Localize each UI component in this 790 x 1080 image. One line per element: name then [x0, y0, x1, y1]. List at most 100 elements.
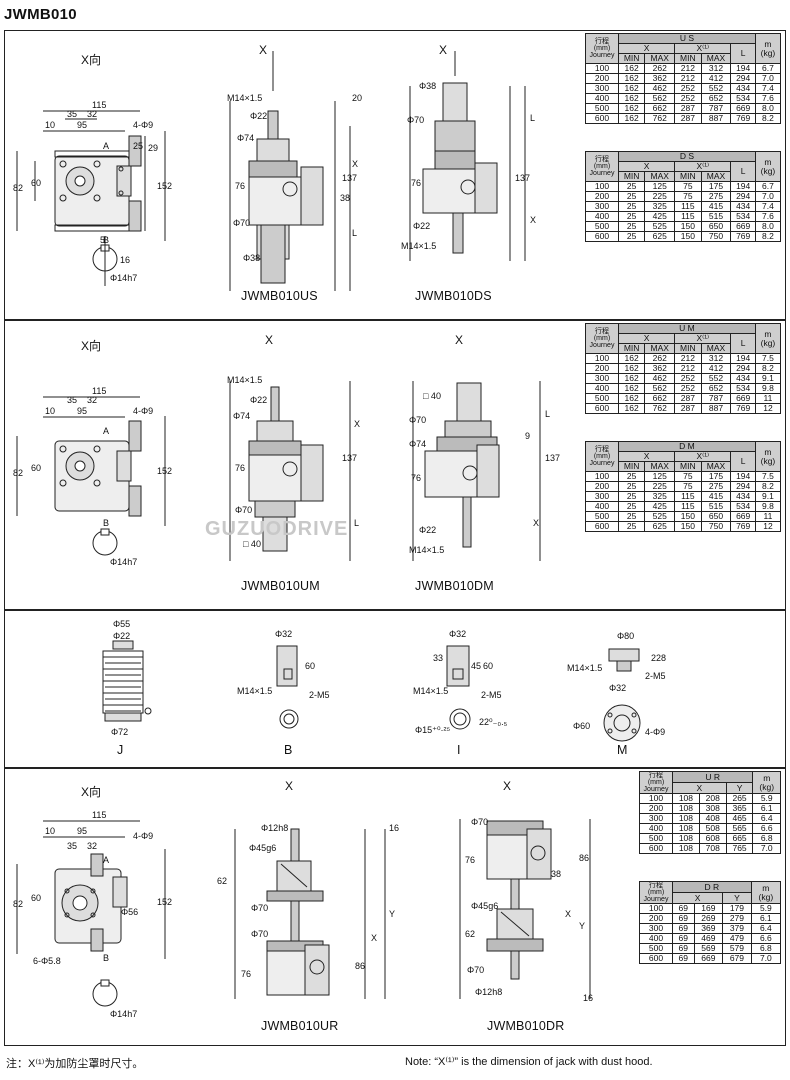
table-cell: 650: [700, 221, 732, 232]
table-cell: 669: [693, 953, 724, 964]
table-cell: 11: [754, 393, 782, 404]
table-cell: 75: [674, 181, 702, 192]
table-cell: 108: [672, 843, 700, 854]
dim-32-b: 32: [87, 395, 97, 405]
table-cell: 562: [644, 93, 676, 104]
table-cell: 8.0: [754, 221, 782, 232]
table-cell: 600: [585, 403, 619, 414]
table-cell: 750: [700, 521, 732, 532]
table-cell: 6.6: [752, 823, 781, 834]
table-cell: 287: [674, 103, 702, 114]
drawing-ur-dr: 115 95 10 35 32 4-Φ9 A B 82 60 152 Φ56 6…: [13, 810, 593, 1019]
table-cell: 525: [644, 511, 676, 522]
table-cell: 500: [585, 511, 619, 522]
table-cell: 312: [700, 353, 732, 364]
dim-35: 35: [67, 109, 77, 119]
table-cell: 662: [644, 103, 676, 114]
dim-95: 95: [77, 120, 87, 130]
table-cell: 7.4: [754, 201, 782, 212]
dim-phi70-dr2: Φ70: [467, 965, 484, 975]
table-cell: 625: [644, 231, 676, 242]
label-b-b: B: [103, 518, 109, 528]
page-title: JWMB010: [4, 6, 77, 23]
label-a-c: A: [103, 855, 109, 865]
table-cell: 69: [672, 933, 695, 944]
dim-phi14h7-b: Φ14h7: [110, 557, 137, 567]
table-cell: 125: [644, 181, 676, 192]
table-cell: 762: [644, 403, 676, 414]
table-cell: 425: [644, 501, 676, 512]
table-cell: 600: [585, 231, 619, 242]
caption-ur: JWMB010UR: [261, 1019, 339, 1033]
table-cell: 252: [674, 383, 702, 394]
drawing-us-ds: 115 95 10 35 32 4-Φ9 A B 82 60 152 25 29…: [13, 51, 536, 291]
dim-phi32-m: Φ32: [609, 683, 626, 693]
table-cell: 194: [730, 471, 756, 482]
table-cell: 225: [644, 481, 676, 492]
table-cell: 150: [674, 221, 702, 232]
table-cell: 25: [617, 221, 646, 232]
table-cell: 400: [585, 93, 619, 104]
table-cell: 294: [730, 73, 756, 84]
dim-L-ds: L: [530, 113, 535, 123]
table-cell: 162: [617, 113, 646, 124]
table-cell: 69: [672, 923, 695, 934]
table-cell: 434: [730, 201, 756, 212]
dim-phi22-um: Φ22: [250, 395, 267, 405]
table-cell: 579: [722, 943, 752, 954]
dim-phi22-j: Φ22: [113, 631, 130, 641]
table-cell: 534: [730, 501, 756, 512]
dim-phi22-dm: Φ22: [419, 525, 436, 535]
table-cell: 150: [674, 511, 702, 522]
label-a: A: [103, 141, 109, 151]
table-cell: 300: [585, 201, 619, 212]
table-cell: 500: [639, 833, 673, 844]
table-cell: 194: [730, 181, 756, 192]
table-cell: 652: [700, 93, 732, 104]
dim-60-b2: 60: [305, 661, 315, 671]
dim-45-i: 45: [471, 661, 481, 671]
table-cell: 108: [672, 803, 700, 814]
dim-phi45g6-ur: Φ45g6: [249, 843, 276, 853]
table-cell: 100: [585, 181, 619, 192]
dim-sq40-um: □ 40: [243, 539, 261, 549]
drawing-um-dm: 115 95 10 35 32 4-Φ9 A B 82 60 152 Φ14h7…: [13, 375, 560, 567]
dim-4phi9-b: 4-Φ9: [133, 406, 153, 416]
table-cell: 625: [644, 521, 676, 532]
dim-m14-um: M14×1.5: [227, 375, 262, 385]
dim-82-c: 82: [13, 899, 23, 909]
dim-m5-m: 2-M5: [645, 671, 666, 681]
dim-82: 82: [13, 183, 23, 193]
table-cell: 6.8: [752, 833, 781, 844]
table-cell: 325: [644, 491, 676, 502]
table-cell: 7.0: [754, 73, 782, 84]
table-cell: 108: [672, 793, 700, 804]
table-cell: 275: [700, 191, 732, 202]
dim-137: 137: [342, 173, 357, 183]
dim-137-um: 137: [342, 453, 357, 463]
table-cell: 115: [674, 491, 702, 502]
panel-us-ds: 115 95 10 35 32 4-Φ9 A B 82 60 152 25 29…: [4, 30, 786, 320]
dim-m14-m: M14×1.5: [567, 663, 602, 673]
table-cell: 400: [585, 211, 619, 222]
table-cell: 269: [693, 913, 724, 924]
table-cell: 7.0: [752, 843, 781, 854]
dim-16-dr: 16: [583, 993, 593, 1003]
table-cell: 7.4: [754, 83, 782, 94]
drawing-accessories: Φ55 Φ22 Φ72 Φ32 60 M14×1.5 2-M5 Φ32 33 4…: [102, 619, 666, 742]
table-cell: 469: [693, 933, 724, 944]
table-cell: 6.7: [754, 181, 782, 192]
table-cell: 25: [617, 471, 646, 482]
dim-4phi9: 4-Φ9: [133, 120, 153, 130]
table-cell: 115: [674, 501, 702, 512]
table-cell: 300: [585, 491, 619, 502]
dim-16: 16: [120, 255, 130, 265]
